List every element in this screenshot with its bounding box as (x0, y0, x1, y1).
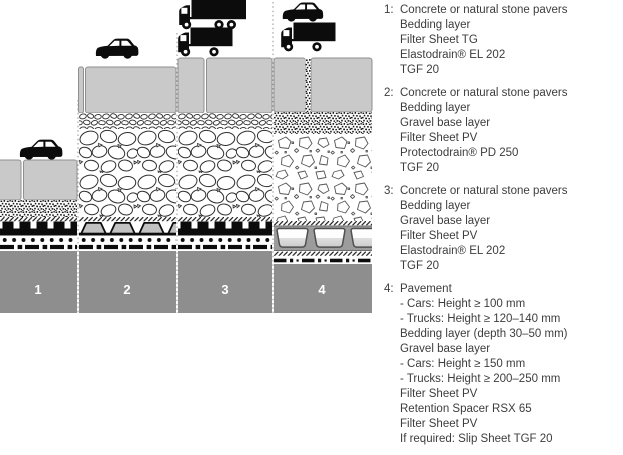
section-1: 1 (0, 139, 78, 313)
filter-sheet (79, 217, 176, 222)
gravel-base-layer (274, 134, 372, 221)
legend-item-4: 4: Pavement - Cars: Height ≥ 100 mm - Truc… (384, 282, 621, 447)
gravel-base-layer (79, 129, 176, 217)
tgf-sheet (79, 244, 176, 250)
gravel-base-layer (178, 129, 272, 217)
retention-spacer (274, 225, 372, 251)
legend-line: Elastodrain® EL 202 (400, 49, 506, 61)
legend-line: - Cars: Height ≥ 150 mm (400, 358, 526, 370)
legend-line: Elastodrain® EL 202 (400, 245, 506, 257)
legend-line: TGF 20 (400, 260, 439, 272)
subgrade (274, 264, 372, 313)
pavers-layer (78, 66, 177, 114)
legend-item-number: 3: (384, 185, 394, 197)
section-3: 3 (177, 0, 273, 313)
car-icon (282, 2, 324, 22)
legend-line: Retention Spacer RSX 65 (400, 403, 532, 415)
legend-line: Bedding layer (400, 19, 471, 31)
legend-line: Bedding layer (depth 30–50 mm) (400, 328, 568, 340)
legend-line: Filter Sheet TG (400, 34, 478, 46)
bedding-layer (274, 112, 372, 134)
truck-icon (179, 0, 246, 30)
legend-line: Filter Sheet PV (400, 132, 478, 144)
subgrade (178, 251, 272, 313)
section-label: 1 (34, 282, 41, 297)
legend-item-number: 4: (384, 283, 394, 295)
filter-sheet (0, 217, 77, 222)
cross-section-diagram: 1 2 (0, 0, 373, 313)
elastodrain-profile (0, 221, 77, 243)
legend-line: Bedding layer (400, 200, 471, 212)
legend-line: Concrete or natural stone pavers (400, 4, 568, 16)
legend-line: Bedding layer (400, 102, 471, 114)
pavers-layer (0, 159, 78, 201)
legend-line: TGF 20 (400, 64, 439, 76)
section-separators (77, 2, 274, 313)
section-4: 4 (273, 2, 373, 313)
pavers-layer (177, 57, 273, 114)
tgf-sheet (0, 244, 77, 250)
legend-item-number: 1: (384, 4, 394, 16)
paver-joint (305, 59, 311, 112)
pavers-layer (273, 57, 373, 113)
car-icon (95, 38, 139, 59)
elastodrain-profile (178, 221, 272, 243)
section-label: 2 (123, 282, 130, 297)
legend-line: - Trucks: Height ≥ 200–250 mm (400, 373, 561, 385)
legend-line: Gravel base layer (400, 343, 491, 355)
bedding-layer (79, 113, 176, 129)
bedding-layer (0, 200, 77, 217)
truck-icon (281, 22, 336, 52)
filter-sheet (274, 251, 372, 256)
legend-item-number: 2: (384, 87, 394, 99)
truck-icon (178, 27, 233, 57)
section-label: 4 (318, 282, 326, 297)
legend-line: Filter Sheet PV (400, 388, 478, 400)
legend-line: Filter Sheet PV (400, 230, 478, 242)
legend-line: Gravel base layer (400, 215, 491, 227)
section-label: 3 (221, 282, 228, 297)
legend-line: Protectodrain® PD 250 (400, 147, 519, 159)
slip-sheet (274, 258, 372, 263)
bedding-layer (178, 113, 272, 129)
legend-line: If required: Slip Sheet TGF 20 (400, 433, 553, 445)
legend-line: - Cars: Height ≥ 100 mm (400, 298, 526, 310)
legend-line: - Trucks: Height ≥ 120–140 mm (400, 313, 561, 325)
section-2: 2 (78, 38, 177, 313)
car-icon (19, 139, 63, 160)
legend-line: Filter Sheet PV (400, 418, 478, 430)
legend-item-lines: Pavement - Cars: Height ≥ 100 mm - Trucks:… (400, 282, 621, 447)
filter-sheet (178, 217, 272, 222)
subgrade (79, 251, 176, 313)
legend-line: Concrete or natural stone pavers (400, 185, 568, 197)
legend-line: Pavement (400, 283, 452, 295)
tgf-sheet (178, 244, 272, 250)
protectodrain-profile (79, 221, 176, 243)
filter-sheet (274, 221, 372, 226)
legend-line: Concrete or natural stone pavers (400, 87, 568, 99)
legend-line: TGF 20 (400, 162, 439, 174)
legend-line: Gravel base layer (400, 117, 491, 129)
subgrade (0, 251, 77, 313)
